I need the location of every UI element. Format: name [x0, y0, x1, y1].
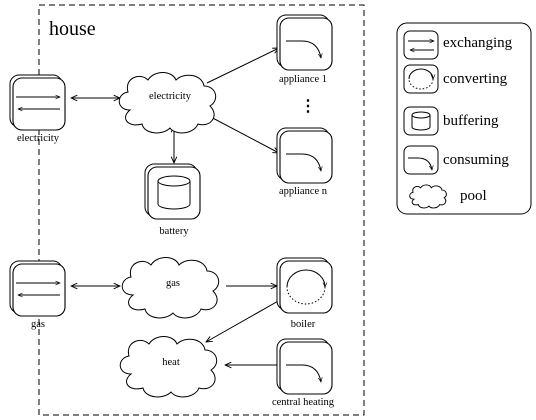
edge-electricity-appliance-n — [206, 114, 279, 153]
legend-exchanging-label: exchanging — [443, 35, 513, 51]
converting-node-boiler — [276, 257, 333, 314]
house-label: house — [49, 18, 96, 40]
edge-boiler-heat — [206, 299, 281, 342]
legend-buffering-icon — [403, 106, 439, 136]
edge-electricity-appliance-1 — [206, 48, 279, 84]
gas-pool-label: gas — [166, 278, 180, 289]
heat-pool-label: heat — [162, 357, 180, 368]
ext-electricity-label: electricity — [17, 133, 59, 144]
connections — [71, 48, 281, 365]
exchanging-node-electricity — [9, 74, 66, 131]
ext-gas-label: gas — [31, 319, 45, 330]
legend-consuming-label: consuming — [443, 152, 509, 168]
legend-pool-label: pool — [460, 188, 487, 204]
legend-exchanging-icon — [403, 30, 439, 60]
legend-converting-label: converting — [443, 71, 508, 87]
appliance-1-label: appliance 1 — [278, 74, 328, 85]
legend-buffering-label: buffering — [443, 113, 499, 129]
pool-gas — [121, 257, 220, 319]
consuming-node-appliance-1 — [276, 14, 333, 71]
legend-converting-icon — [403, 64, 439, 94]
appliance-n-label: appliance n — [278, 186, 328, 197]
battery-label: battery — [159, 226, 189, 237]
pool-electricity — [118, 72, 217, 134]
boiler-label: boiler — [290, 319, 316, 330]
legend-consuming-icon — [403, 145, 439, 175]
pool-heat — [119, 336, 218, 398]
central-heating-label: central heating — [271, 397, 335, 408]
consuming-node-central-heating — [276, 338, 333, 395]
house-boundary — [38, 4, 365, 416]
buffering-node-battery — [144, 163, 201, 220]
ellipsis: ⋮ — [300, 98, 316, 115]
consuming-node-appliance-n — [276, 127, 333, 184]
legend-pool-icon — [409, 184, 447, 209]
exchanging-node-gas — [9, 260, 66, 317]
electricity-pool-label: electricity — [149, 91, 191, 102]
